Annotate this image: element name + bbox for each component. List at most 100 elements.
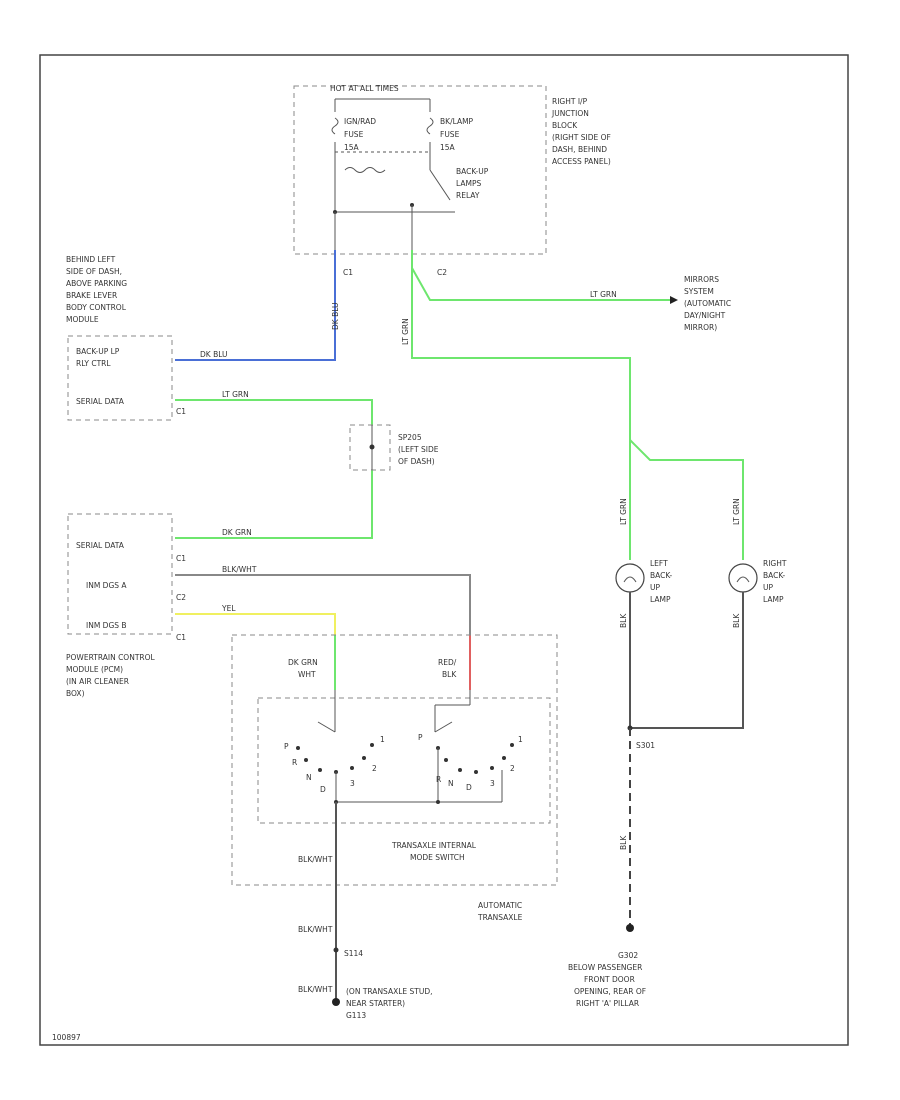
bcm-location-2: SIDE OF DASH, [66,267,122,276]
bcm-conn: C1 [176,407,186,416]
pcm-location-1: POWERTRAIN CONTROL [66,653,156,662]
bcm-row1-a: BACK-UP LP [76,347,120,356]
fuse-left-label-2: FUSE [344,130,364,139]
splice-dot-icon [369,444,375,450]
pcm-location-4: BOX) [66,689,85,698]
mirror-label-1: MIRRORS [684,275,719,284]
switch-right-pin-n: N [448,779,454,788]
g113-label-2: NEAR STARTER) [346,999,405,1008]
pcm-gray-wire [175,574,471,635]
g302-label-3: FRONT DOOR [584,975,635,984]
switch-internal-label-1: TRANSAXLE INTERNAL [391,841,477,850]
right-lamp-wire [629,439,744,560]
junction-location-2: JUNCTION [551,109,589,118]
g302-label-5: RIGHT 'A' PILLAR [576,999,639,1008]
switch-right-pin-p: P [418,733,423,742]
pcm-module: SERIAL DATA INM DGS A INM DGS B C1 C2 C1… [66,513,186,698]
s114-dot-icon [333,947,339,953]
fuse-left-label-1: IGN/RAD [344,117,376,126]
bcm-outline [67,335,173,421]
left-lamp-wire-label: LT GRN [619,498,628,525]
switch-right-pin-1: 1 [518,735,523,744]
g302-label-4: OPENING, REAR OF [574,987,646,996]
blue-wire-label: DK BLU [331,302,340,330]
yellow-wire [175,613,336,635]
transaxle-switch: DK GRN WHT RED/ BLK P R N D 1 2 3 P [231,634,558,922]
left-lamp-label-2: BACK- [650,571,673,580]
pcm-location-3: (IN AIR CLEANER [66,677,129,686]
left-lamp-label-1: LEFT [650,559,668,568]
bcm-row1-b: RLY CTRL [76,359,111,368]
ground-wire-label-3: BLK/WHT [298,985,333,994]
mirror-label-2: SYSTEM [684,287,714,296]
junction-conn-left: C1 [343,268,353,277]
bcm-location-1: BEHIND LEFT [66,255,116,264]
left-lamp-label-4: LAMP [650,595,671,604]
switch-right-label-2: BLK [442,670,457,679]
pcm-conn-1: C1 [176,554,186,563]
g302-label-1: G302 [618,951,638,960]
left-lamp-label-3: UP [650,583,660,592]
right-lamp-label-4: LAMP [763,595,784,604]
junction-location-5: DASH, BEHIND [552,145,607,154]
right-bulb-icon [728,563,758,593]
splice-label-3: OF DASH) [398,457,435,466]
bcm-serial-wire [175,399,373,425]
s114-label: S114 [344,949,363,958]
mirror-label-4: DAY/NIGHT [684,311,726,320]
switch-left-wiper-icon [317,721,336,733]
mirror-system: MIRRORS SYSTEM (AUTOMATIC DAY/NIGHT MIRR… [684,275,731,332]
mode-switch-outline [257,697,551,824]
fuse-right-label-1: BK/LAMP [440,117,474,126]
switch-left-label-2: WHT [298,670,316,679]
switch-left-pin-2: 2 [372,764,377,773]
switch-left-pin-1: 1 [380,735,385,744]
junction-location-6: ACCESS PANEL) [552,157,611,166]
pcm-row-2: INM DGS A [86,581,127,590]
relay-label-3: RELAY [456,191,480,200]
switch-left-pin-n: N [306,773,312,782]
left-gnd-wire-label: BLK [619,613,628,628]
mirror-arrow-icon [670,296,678,304]
bcm-location-4: BRAKE LEVER [66,291,117,300]
switch-right-pin-3: 3 [490,779,495,788]
fuse-right-icon [426,117,434,135]
footer-code: 100897 [52,1033,81,1042]
yellow-wire-label: YEL [221,604,236,613]
pcm-outline [67,513,173,635]
splice-label-2: (LEFT SIDE [398,445,439,454]
g113-label-3: G113 [346,1011,366,1020]
right-lamp-label-2: BACK- [763,571,786,580]
relay-label-2: LAMPS [456,179,481,188]
relay-coil-icon [344,167,386,173]
g302-label-2: BELOW PASSENGER [568,963,642,972]
bcm-location-6: MODULE [66,315,99,324]
green-main-wire-label: LT GRN [401,318,410,345]
switch-left-pin-3: 3 [350,779,355,788]
green-main-wire [411,250,631,440]
green-mirror-wire [411,267,670,301]
junction-block-outline [293,85,547,255]
blue-wire [175,250,336,361]
g302-wire-label: BLK [619,835,628,850]
bcm-location-3: ABOVE PARKING [66,279,127,288]
relay-switch-icon [429,169,451,201]
right-lamp-label-3: UP [763,583,773,592]
bcm-location-5: BODY CONTROL [66,303,127,312]
pcm-conn-3: C1 [176,633,186,642]
fuse-left-label-3: 15A [344,143,360,152]
right-lamp-ground-wire [630,592,744,729]
g302-ground-icon [626,924,634,932]
transaxle-label-2: TRANSAXLE [477,913,523,922]
bcm-module: BEHIND LEFT SIDE OF DASH, ABOVE PARKING … [66,255,186,421]
s301-label: S301 [636,741,655,750]
pcm-row-3: INM DGS B [86,621,127,630]
bcm-wire-label: DK BLU [200,350,228,359]
pcm-conn-2: C2 [176,593,186,602]
mirror-label-5: MIRROR) [684,323,717,332]
ground-wire-label-2: BLK/WHT [298,925,333,934]
switch-left-pin-r: R [292,758,297,767]
transaxle-outline [231,634,558,886]
splice-label-1: SP205 [398,433,422,442]
